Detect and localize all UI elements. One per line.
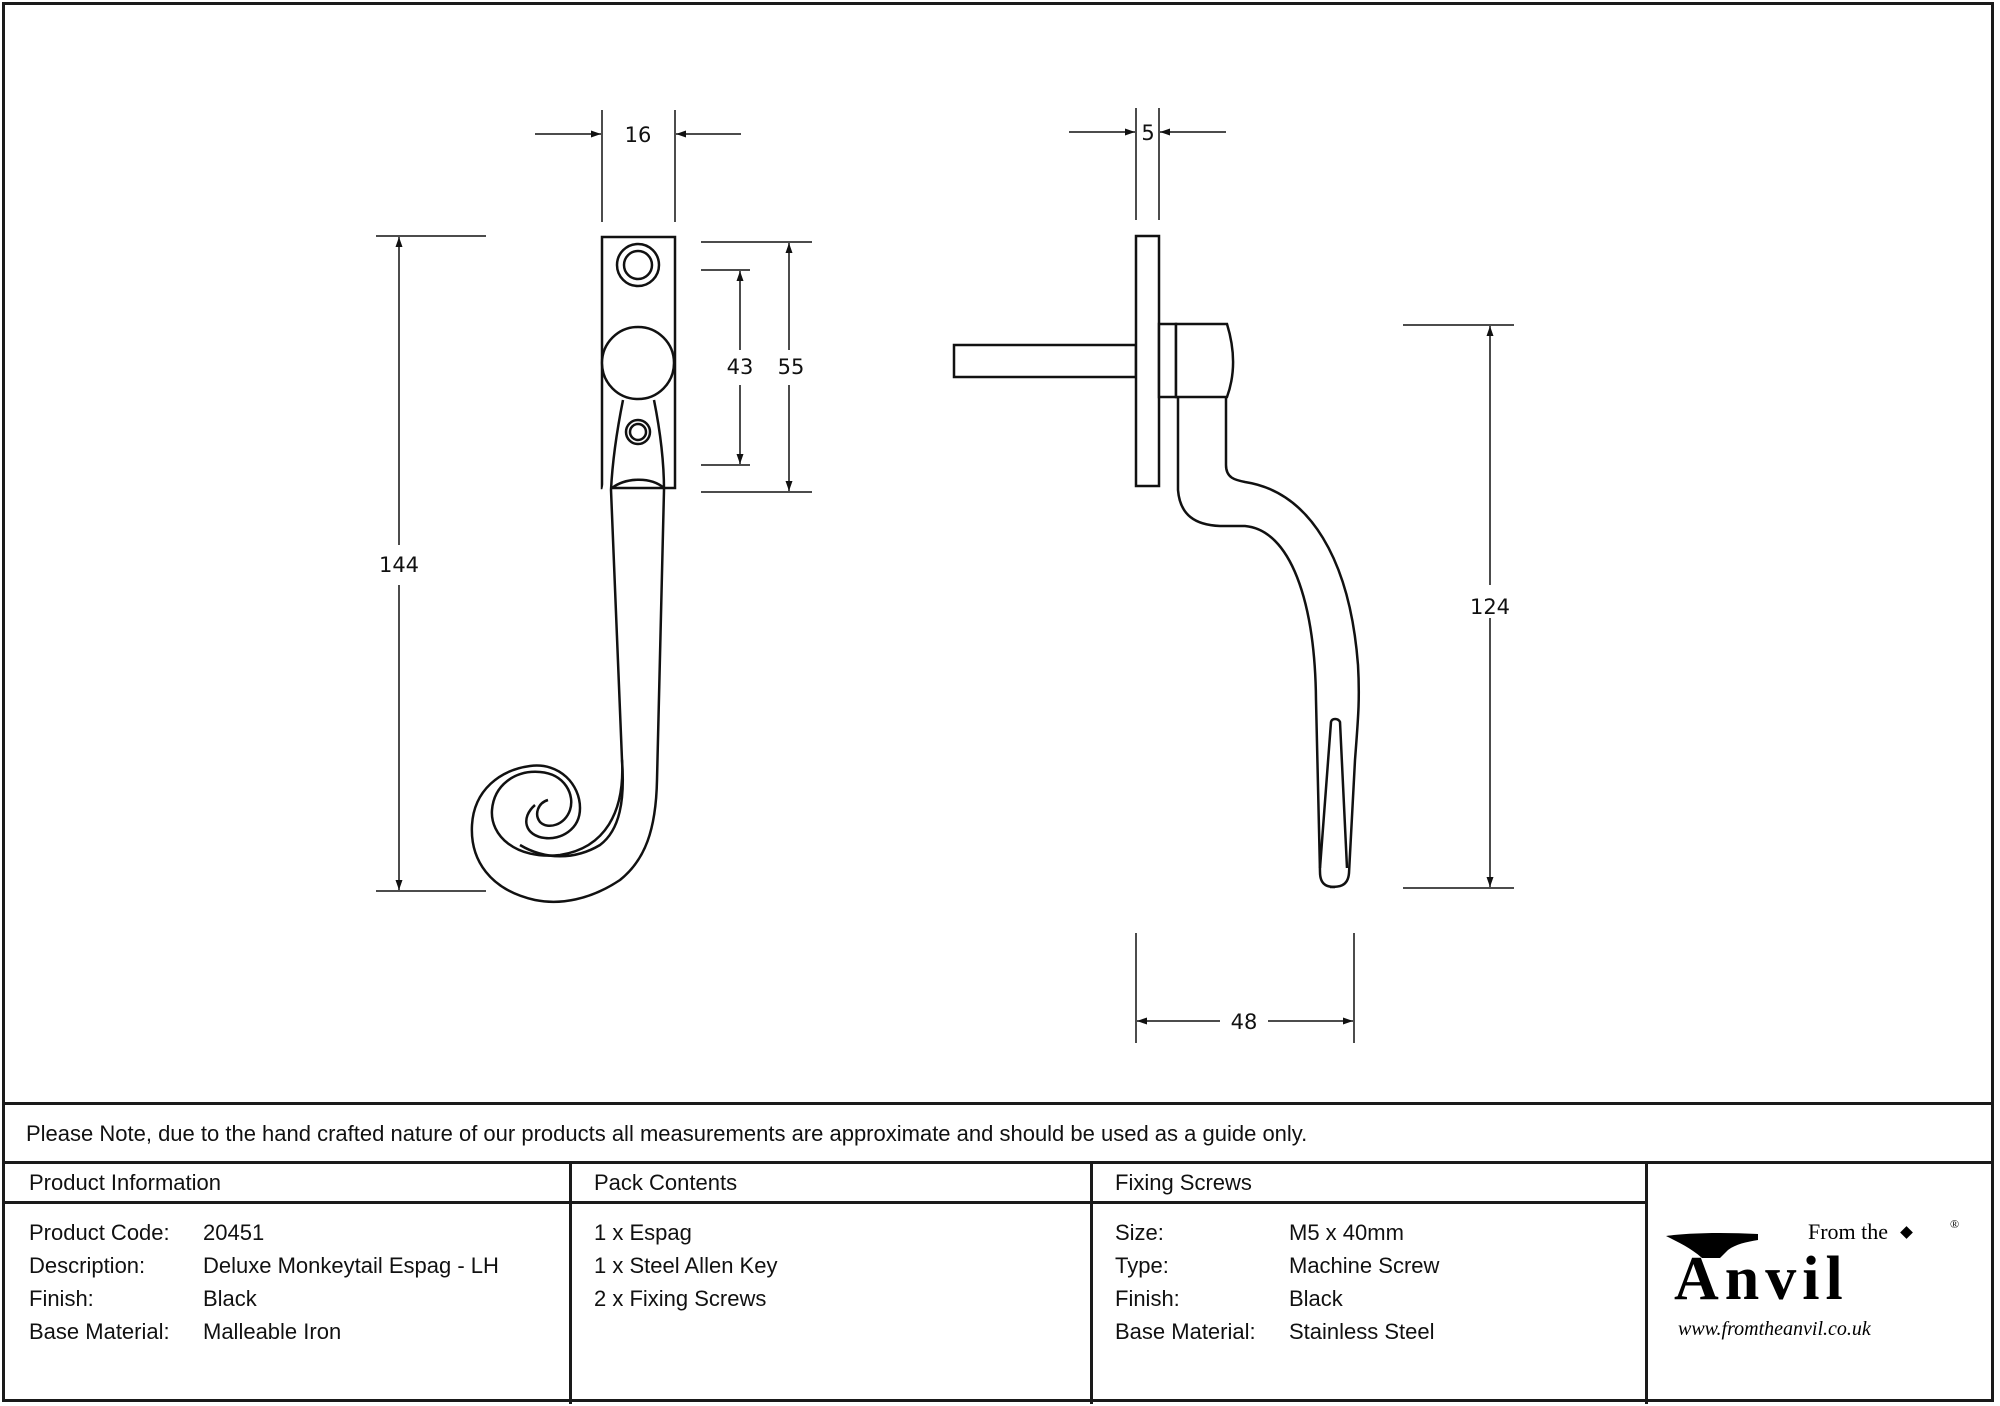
side-view (952, 234, 1361, 889)
product-code-label: Product Code: (29, 1220, 170, 1245)
side-handle-outer (1224, 397, 1361, 889)
technical-drawing: 16 144 43 55 5 124 48 (376, 108, 1514, 1043)
screw-material-label: Base Material: (1115, 1319, 1256, 1344)
base-material-label: Base Material: (29, 1319, 170, 1344)
side-collar (1174, 322, 1235, 399)
side-handle-slot (1318, 717, 1349, 869)
screw-size-label: Size: (1115, 1220, 1164, 1245)
base-material-row: Base Material: Malleable Iron (29, 1315, 570, 1348)
front-lower-screw-outer (624, 418, 652, 446)
screw-finish-row: Finish: Black (1115, 1282, 1646, 1315)
side-handle-inner (1176, 397, 1336, 889)
description-row: Description: Deluxe Monkeytail Espag - L… (29, 1249, 570, 1282)
description-label: Description: (29, 1253, 146, 1278)
column-divider (1090, 1162, 1093, 1404)
product-info-panel: Product Information Product Code: 20451 … (5, 1162, 570, 1404)
logo-from-the-line: From the (1808, 1218, 1913, 1246)
description-value: Deluxe Monkeytail Espag - LH (203, 1253, 499, 1278)
column-divider (569, 1162, 572, 1404)
dim-124: 124 (1470, 595, 1510, 619)
dim-16: 16 (625, 123, 652, 147)
finish-value: Black (203, 1286, 257, 1311)
front-top-screw-outer (615, 242, 661, 288)
from-the-anvil-logo: From the ® Anvil www.fromtheanvil.co.uk (1660, 1218, 1980, 1348)
fixing-screws-title: Fixing Screws (1093, 1162, 1646, 1204)
screw-material-value: Stainless Steel (1289, 1319, 1435, 1344)
pack-item: 1 x Espag (594, 1220, 692, 1245)
front-handle-outline (470, 399, 666, 904)
product-code-value: 20451 (203, 1220, 265, 1245)
logo-url: www.fromtheanvil.co.uk (1678, 1318, 1871, 1340)
dim-5: 5 (1141, 121, 1154, 145)
screw-size-value: M5 x 40mm (1289, 1220, 1404, 1245)
front-handle-collar (611, 478, 665, 490)
logo-brand: Anvil (1674, 1245, 1849, 1313)
front-view (470, 235, 677, 904)
front-handle-stem (519, 399, 625, 858)
side-dimensions (1069, 108, 1514, 1043)
front-scroll-spiral (490, 759, 624, 857)
pack-item: 2 x Fixing Screws (594, 1286, 767, 1311)
screw-finish-value: Black (1289, 1286, 1343, 1311)
screw-type-row: Type: Machine Screw (1115, 1249, 1646, 1282)
screw-material-row: Base Material: Stainless Steel (1115, 1315, 1646, 1348)
pack-item: 1 x Steel Allen Key (594, 1253, 778, 1278)
product-info-title: Product Information (5, 1162, 570, 1204)
dim-144: 144 (379, 553, 419, 577)
finish-label: Finish: (29, 1286, 94, 1311)
product-code-row: Product Code: 20451 (29, 1216, 570, 1249)
finish-row: Finish: Black (29, 1282, 570, 1315)
pack-contents-panel: Pack Contents 1 x Espag 1 x Steel Allen … (572, 1162, 1092, 1404)
screw-finish-label: Finish: (1115, 1286, 1180, 1311)
side-backplate (1134, 234, 1161, 488)
column-divider (1645, 1162, 1648, 1404)
front-knob (600, 325, 676, 401)
logo-from-the: From the (1808, 1219, 1889, 1244)
side-spindle (952, 343, 1138, 379)
screw-size-row: Size: M5 x 40mm (1115, 1216, 1646, 1249)
logo-registered: ® (1950, 1217, 1960, 1231)
pack-contents-title: Pack Contents (572, 1162, 1092, 1204)
measurement-note-row: Please Note, due to the hand crafted nat… (2, 1102, 1994, 1164)
base-material-value: Malleable Iron (203, 1319, 342, 1344)
dim-55: 55 (778, 355, 805, 379)
measurement-note: Please Note, due to the hand crafted nat… (26, 1121, 1308, 1146)
anvil-icon (1666, 1232, 1758, 1258)
diamond-icon (1900, 1225, 1913, 1239)
dim-48: 48 (1231, 1010, 1258, 1034)
screw-type-value: Machine Screw (1289, 1253, 1440, 1278)
front-dimensions (376, 110, 812, 892)
dim-43: 43 (727, 355, 754, 379)
front-top-screw-inner (622, 249, 654, 281)
front-lower-screw-inner (628, 422, 648, 442)
screw-type-label: Type: (1115, 1253, 1169, 1278)
fixing-screws-panel: Fixing Screws Size: M5 x 40mm Type: Mach… (1093, 1162, 1646, 1404)
side-collar-ring (1157, 322, 1178, 399)
